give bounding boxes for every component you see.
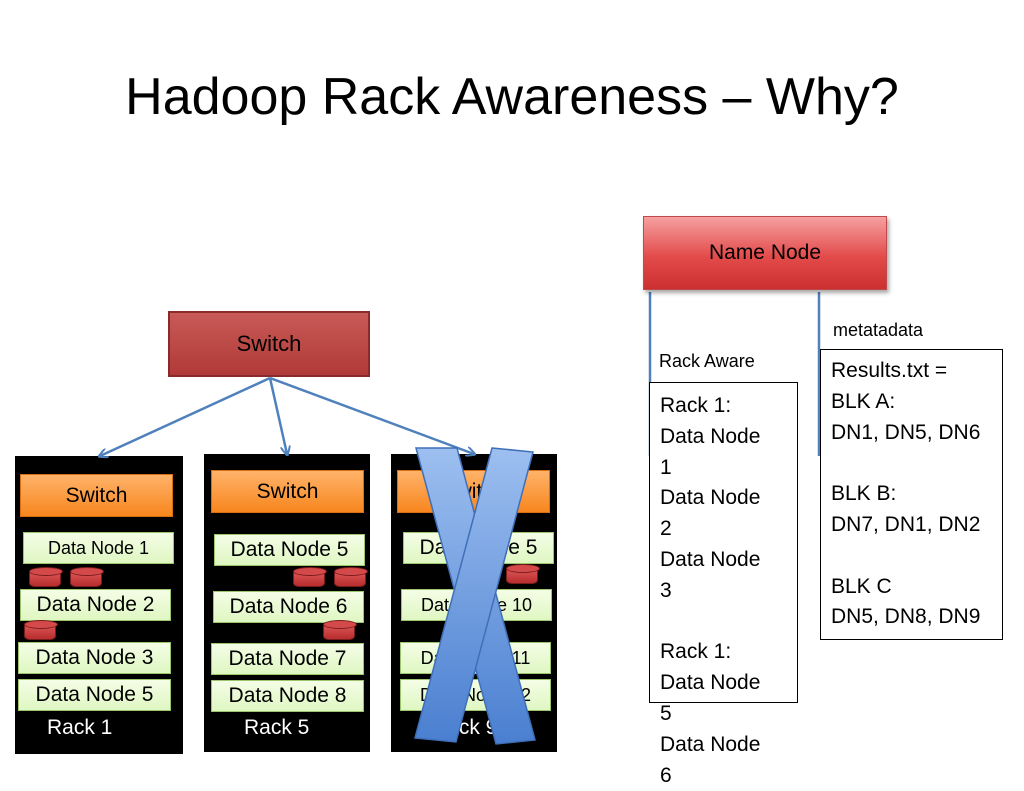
rack-aware-box: Rack 1: Data Node 1 Data Node 2 Data Nod… bbox=[649, 382, 798, 787]
arrow-icon bbox=[268, 377, 287, 454]
rack-1-data-node-1: Data Node 1 bbox=[23, 532, 174, 564]
rack-5-data-node-7: Data Node 7 bbox=[211, 643, 364, 675]
rack-5-switch: Switch bbox=[211, 470, 364, 513]
rack-aware-label: Rack Aware bbox=[659, 351, 755, 371]
disk-icon bbox=[334, 567, 368, 587]
connector-arrows bbox=[0, 292, 821, 745]
x-mark-icon bbox=[414, 447, 536, 745]
rack-5-data-node-6: Data Node 6 bbox=[213, 591, 364, 623]
rack-5-label: Rack 5 bbox=[244, 716, 310, 739]
metadata-label: metatadata bbox=[833, 320, 924, 340]
page-title: Hadoop Rack Awareness – Why? bbox=[125, 68, 899, 126]
rack-5-data-node-5: Data Node 5 bbox=[214, 534, 365, 566]
rack-1-label: Rack 1 bbox=[47, 716, 113, 739]
rack-1-data-node-2: Data Node 2 bbox=[20, 589, 171, 621]
name-node: Name Node bbox=[643, 216, 887, 290]
disk-icon bbox=[29, 567, 63, 587]
disk-icon bbox=[24, 620, 58, 640]
arrow-icon bbox=[100, 376, 271, 456]
rack-1-data-node-3: Data Node 3 bbox=[18, 642, 171, 674]
main-switch: Switch bbox=[168, 311, 370, 377]
rack-1-switch: Switch bbox=[20, 474, 173, 517]
rack-5-data-node-8: Data Node 8 bbox=[211, 680, 364, 712]
disk-icon bbox=[293, 567, 327, 587]
arrow-icon bbox=[269, 376, 474, 454]
disk-icon bbox=[70, 567, 104, 587]
rack-1-data-node-5: Data Node 5 bbox=[18, 679, 171, 711]
disk-icon bbox=[506, 564, 540, 584]
disk-icon bbox=[323, 620, 357, 640]
metadata-box: Results.txt = BLK A: DN1, DN5, DN6 BLK B… bbox=[820, 349, 1003, 640]
